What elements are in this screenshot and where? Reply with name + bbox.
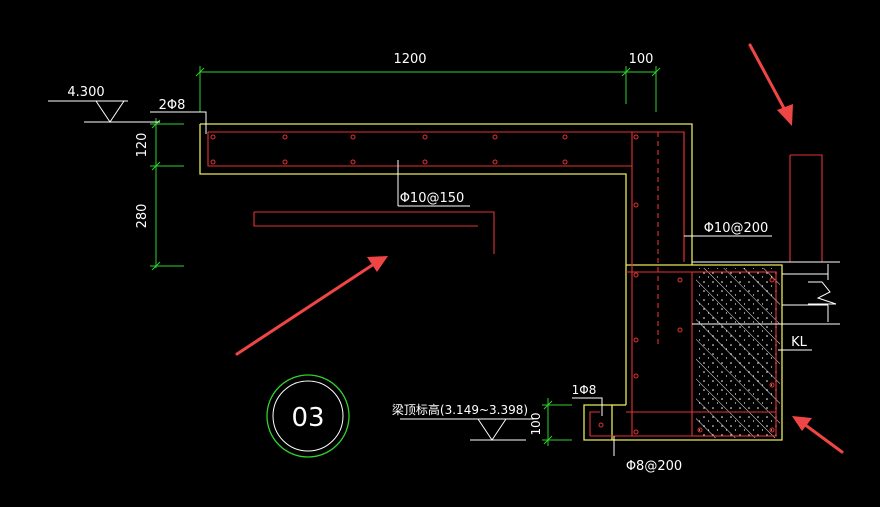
- leader-lines: [48, 100, 837, 456]
- label-beam-name: KL: [791, 335, 808, 350]
- beam-dots-fill: [696, 268, 780, 438]
- slab-drop-bar: [253, 212, 478, 227]
- label-elevation: 4.300: [67, 85, 104, 100]
- slab-drop-bar-top: [254, 211, 495, 254]
- detail-circle-inner: [272, 380, 344, 452]
- arrow-middle-head: [367, 256, 388, 272]
- annotation-arrows: [235, 43, 844, 454]
- detail-circle-outer: [266, 374, 350, 458]
- dim-slab-thickness: 120: [135, 133, 150, 158]
- arrow-upper-right-head: [777, 104, 793, 126]
- dim-lower-height: 100: [529, 413, 543, 436]
- slab-outline: [200, 123, 783, 441]
- beam-hatch: [696, 268, 780, 438]
- slab-bottom-bar: [207, 132, 632, 167]
- arrow-lower-right: [802, 422, 844, 454]
- concrete-outline: [199, 123, 783, 441]
- label-lower-elevation: 梁顶标高(3.149~3.398): [392, 402, 528, 417]
- label-bottom-rebar: Φ10@150: [400, 191, 465, 206]
- dim-top-wall: 100: [629, 52, 654, 67]
- label-wall-rebar: Φ10@200: [704, 221, 769, 236]
- lower-hook: [589, 411, 600, 436]
- upper-wall: [692, 154, 840, 325]
- label-small-rebar: 1Φ8: [572, 383, 597, 397]
- arrow-middle: [235, 262, 376, 356]
- arrow-upper-right: [748, 43, 788, 114]
- rebar-dots: [210, 134, 775, 435]
- dim-top-length: 1200: [393, 52, 426, 67]
- label-stirrup: Φ8@200: [626, 459, 682, 474]
- rebar-lines: [207, 131, 777, 437]
- label-top-rebar: 2Φ8: [159, 98, 186, 113]
- slab-inner-outline: [199, 124, 627, 405]
- detail-marker: 03: [266, 374, 350, 458]
- arrow-lower-right-head: [792, 416, 812, 431]
- dim-drop-height: 280: [135, 204, 150, 229]
- detail-number: 03: [291, 403, 324, 433]
- dimension-lines: [150, 66, 661, 446]
